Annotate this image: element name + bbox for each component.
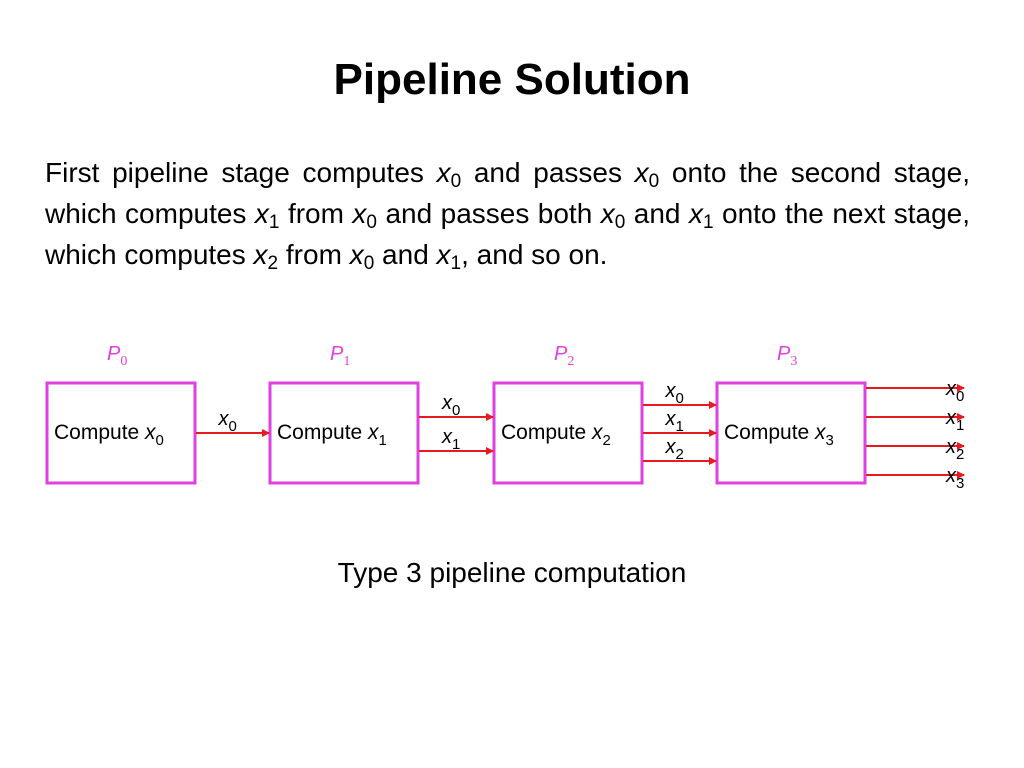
arrow-label-0-0: x0 [218,408,237,435]
paragraph-text: and passes both [376,198,601,229]
stage-label-sub: 1 [379,432,387,449]
paragraph-variable: x [253,239,268,270]
processor-label-p2: P2 [554,343,574,369]
paragraph-variable-subscript: 1 [450,253,462,274]
stage-box-2 [492,381,644,485]
paragraph-text: and passes [461,157,635,188]
paragraph-variable: x [254,198,269,229]
processor-label-p1: P1 [330,343,350,369]
paragraph-text: and [374,239,437,270]
output-label-3-var: x [945,465,957,487]
stage-label-3: Compute x3 [724,421,834,449]
paragraph-variable: x [634,157,649,188]
paragraph-variable: x [436,239,451,270]
arrow-label-1-0-sub: 0 [452,402,460,419]
stage-label-0: Compute x0 [54,421,164,449]
paragraph-variable: x [436,157,451,188]
stage-box-3 [715,381,867,485]
processor-label-p3: P3 [777,343,797,369]
paragraph-variable: x [352,198,367,229]
processor-label-sub: 3 [790,354,797,369]
arrow-label-2-2-sub: 2 [676,446,684,463]
paragraph-variable: x [349,239,364,270]
stage-box-1 [268,381,420,485]
arrow-label-2-0-var: x [665,380,677,402]
processor-label-p0: P0 [107,343,127,369]
output-label-2: x2 [945,436,964,463]
arrow-label-2-0-sub: 0 [676,390,684,407]
paragraph-variable-subscript: 0 [450,171,462,192]
arrow-label-0-0-var: x [218,408,230,430]
stage-label-var: x [814,421,827,444]
stage-label-text: Compute [501,421,592,444]
paragraph-variable-subscript: 0 [366,212,377,233]
output-label-3-sub: 3 [956,475,964,492]
stage-label-var: x [591,421,604,444]
paragraph-text: and [625,198,689,229]
paragraph-text: from [279,198,353,229]
processor-label-var: P [330,343,344,365]
arrow-label-1-1-var: x [441,426,453,448]
paragraph-variable: x [600,198,615,229]
processor-label-var: P [107,343,121,365]
stage-label-sub: 2 [603,432,611,449]
processor-label-var: P [554,343,568,365]
arrow-label-1-1: x1 [441,426,460,453]
slide-title: Pipeline Solution [333,55,691,104]
output-label-1-var: x [945,407,957,429]
paragraph-text: , and so on. [461,239,608,270]
paragraph-text: onto the next stage, which computes [45,198,970,270]
output-label-1: x1 [945,407,964,434]
processor-label-sub: 1 [343,354,350,369]
arrow-label-1-0: x0 [441,392,460,419]
output-label-0-var: x [945,378,957,400]
stage-label-2: Compute x2 [501,421,611,449]
paragraph-text: First pipeline stage computes [45,157,437,188]
arrow-label-1-1-sub: 1 [452,436,460,453]
stage-label-text: Compute [724,421,815,444]
arrow-label-2-1-sub: 1 [676,418,684,435]
paragraph-variable-subscript: 2 [267,253,279,274]
arrow-label-2-1-var: x [665,408,677,430]
arrow-label-2-2: x2 [665,436,684,463]
processor-label-var: P [777,343,791,365]
processor-label-sub: 0 [120,354,127,369]
description-paragraph: First pipeline stage computes x0 and pas… [45,152,970,275]
output-label-0: x0 [945,378,964,405]
output-label-2-sub: 2 [956,446,964,463]
stage-label-sub: 0 [156,432,164,449]
output-label-2-var: x [945,436,957,458]
output-label-0-sub: 0 [956,388,964,405]
paragraph-variable-subscript: 0 [363,253,375,274]
paragraph-text: from [278,239,350,270]
paragraph-variable: x [688,198,703,229]
arrow-label-2-0: x0 [665,380,684,407]
stage-box-0 [45,381,197,485]
arrow-label-0-0-sub: 0 [229,418,237,435]
diagram-caption: Type 3 pipeline computation [337,557,687,588]
stage-label-text: Compute [54,421,145,444]
stage-label-text: Compute [277,421,368,444]
paragraph-text: onto the second stage, which computes [45,157,970,229]
processor-label-sub: 2 [567,354,574,369]
arrow-label-2-1: x1 [665,408,684,435]
paragraph-variable-subscript: 0 [614,212,626,233]
output-label-1-sub: 1 [956,417,964,434]
arrow-label-2-2-var: x [665,436,677,458]
output-label-3: x3 [945,465,964,492]
paragraph-variable-subscript: 0 [648,171,660,192]
paragraph-variable-subscript: 1 [702,212,714,233]
paragraph-variable-subscript: 1 [268,212,280,233]
arrow-label-1-0-var: x [441,392,453,414]
stage-label-var: x [367,421,380,444]
stage-label-sub: 3 [826,432,834,449]
stage-label-1: Compute x1 [277,421,387,449]
stage-label-var: x [144,421,157,444]
